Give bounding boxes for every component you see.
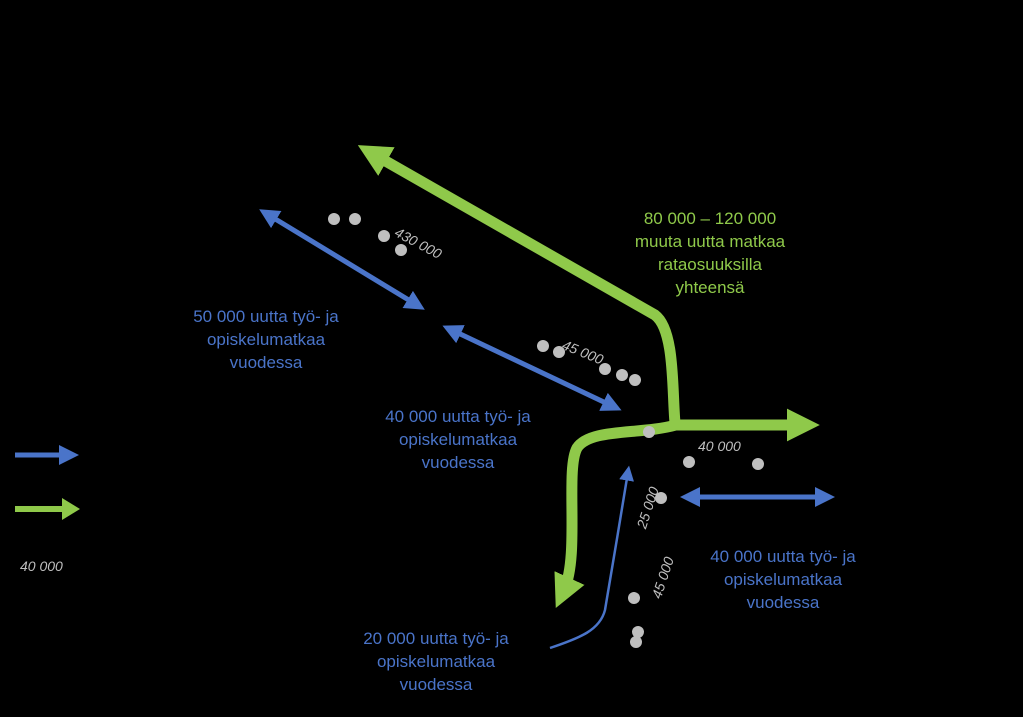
population-dot <box>553 346 565 358</box>
population-dot <box>632 626 644 638</box>
east-trips-label: 40 000 uutta työ- ja opiskelumatkaa vuod… <box>685 545 881 614</box>
green-total-line: yhteensä <box>675 278 745 297</box>
nw-trips-line: vuodessa <box>229 353 303 372</box>
green-arrow-northwest <box>357 145 681 429</box>
population-dot <box>328 213 340 225</box>
south-trips-line: vuodessa <box>399 675 473 694</box>
population-east: 40 000 <box>698 438 741 454</box>
population-dot <box>630 636 642 648</box>
blue-arrow-south <box>549 465 634 650</box>
population-dot <box>752 458 764 470</box>
population-dots <box>328 213 764 648</box>
population-dot <box>599 363 611 375</box>
center-trips-line: vuodessa <box>421 453 495 472</box>
population-dot <box>395 244 407 256</box>
center-trips-line: opiskelumatkaa <box>398 430 518 449</box>
green-total-label: 80 000 – 120 000 muuta uutta matkaa rata… <box>612 207 808 299</box>
green-total-line: 80 000 – 120 000 <box>643 209 777 228</box>
blue-arrow-northwest <box>259 209 425 310</box>
legend-population-example: 40 000 <box>20 558 63 574</box>
green-total-line: muuta uutta matkaa <box>634 232 786 251</box>
east-trips-line: opiskelumatkaa <box>723 570 843 589</box>
population-dot <box>643 426 655 438</box>
east-trips-line: vuodessa <box>746 593 820 612</box>
population-dot <box>629 374 641 386</box>
population-dot <box>628 592 640 604</box>
green-arrow-south <box>554 419 682 609</box>
south-trips-label: 20 000 uutta työ- ja opiskelumatkaa vuod… <box>338 627 534 696</box>
east-trips-line: 40 000 uutta työ- ja <box>710 547 856 566</box>
green-total-line: rataosuuksilla <box>658 255 762 274</box>
population-dot <box>655 492 667 504</box>
population-dot <box>378 230 390 242</box>
population-dot <box>537 340 549 352</box>
center-trips-line: 40 000 uutta työ- ja <box>385 407 531 426</box>
population-dot <box>683 456 695 468</box>
south-trips-line: 20 000 uutta työ- ja <box>363 629 509 648</box>
legend-green-arrowhead-icon <box>62 498 80 520</box>
south-trips-line: opiskelumatkaa <box>376 652 496 671</box>
nw-trips-label: 50 000 uutta työ- ja opiskelumatkaa vuod… <box>168 305 364 374</box>
population-dot <box>616 369 628 381</box>
population-dot <box>349 213 361 225</box>
blue-arrow-center <box>442 325 622 411</box>
center-trips-label: 40 000 uutta työ- ja opiskelumatkaa vuod… <box>360 405 556 474</box>
nw-trips-line: opiskelumatkaa <box>206 330 326 349</box>
nw-trips-line: 50 000 uutta työ- ja <box>193 307 339 326</box>
